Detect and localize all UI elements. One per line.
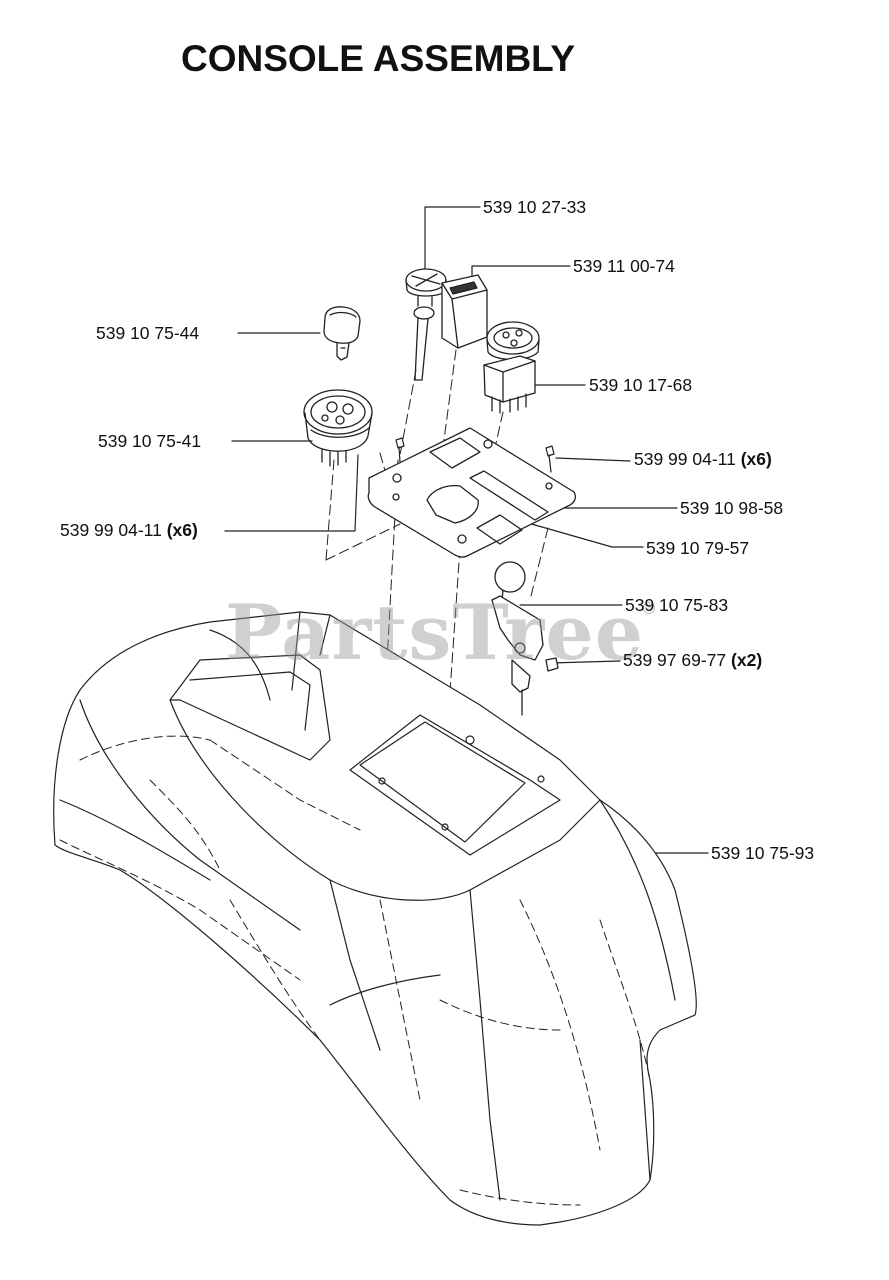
part-label[interactable]: 539 10 75-44: [96, 323, 200, 343]
key-part: [323, 306, 361, 361]
part-label[interactable]: 539 10 17-68: [589, 375, 693, 395]
part-label[interactable]: 539 99 04-11 (x6): [634, 449, 772, 469]
button-part: [405, 268, 447, 381]
ignition-switch-part: [303, 389, 373, 467]
page-title: CONSOLE ASSEMBLY: [181, 38, 576, 79]
throttle-lever-part: [491, 561, 559, 716]
part-label[interactable]: 539 10 75-93: [711, 843, 815, 863]
part-label[interactable]: 539 10 75-83: [625, 595, 729, 615]
quantity-badge: (x6): [740, 449, 772, 469]
switch-cover-part: [441, 274, 488, 349]
leader-lines: [224, 206, 709, 854]
part-label[interactable]: 539 99 04-11 (x6): [60, 520, 198, 540]
quantity-badge: (x6): [166, 520, 198, 540]
watermark: PartsTree: [225, 588, 645, 677]
quantity-badge: (x2): [731, 650, 763, 670]
trademark-symbol: TM: [643, 602, 655, 614]
console-body-part: [53, 611, 697, 1226]
part-label[interactable]: 539 10 27-33: [483, 197, 587, 217]
screws: [395, 437, 555, 473]
part-label[interactable]: 539 97 69-77 (x2): [623, 650, 763, 670]
part-label[interactable]: 539 10 98-58: [680, 498, 784, 518]
part-label[interactable]: 539 10 79-57: [646, 538, 750, 558]
part-label[interactable]: 539 10 75-41: [98, 431, 202, 451]
pto-switch-part: [483, 321, 540, 414]
mounting-plate-part: [367, 427, 577, 558]
part-label[interactable]: 539 11 00-74: [573, 256, 675, 276]
